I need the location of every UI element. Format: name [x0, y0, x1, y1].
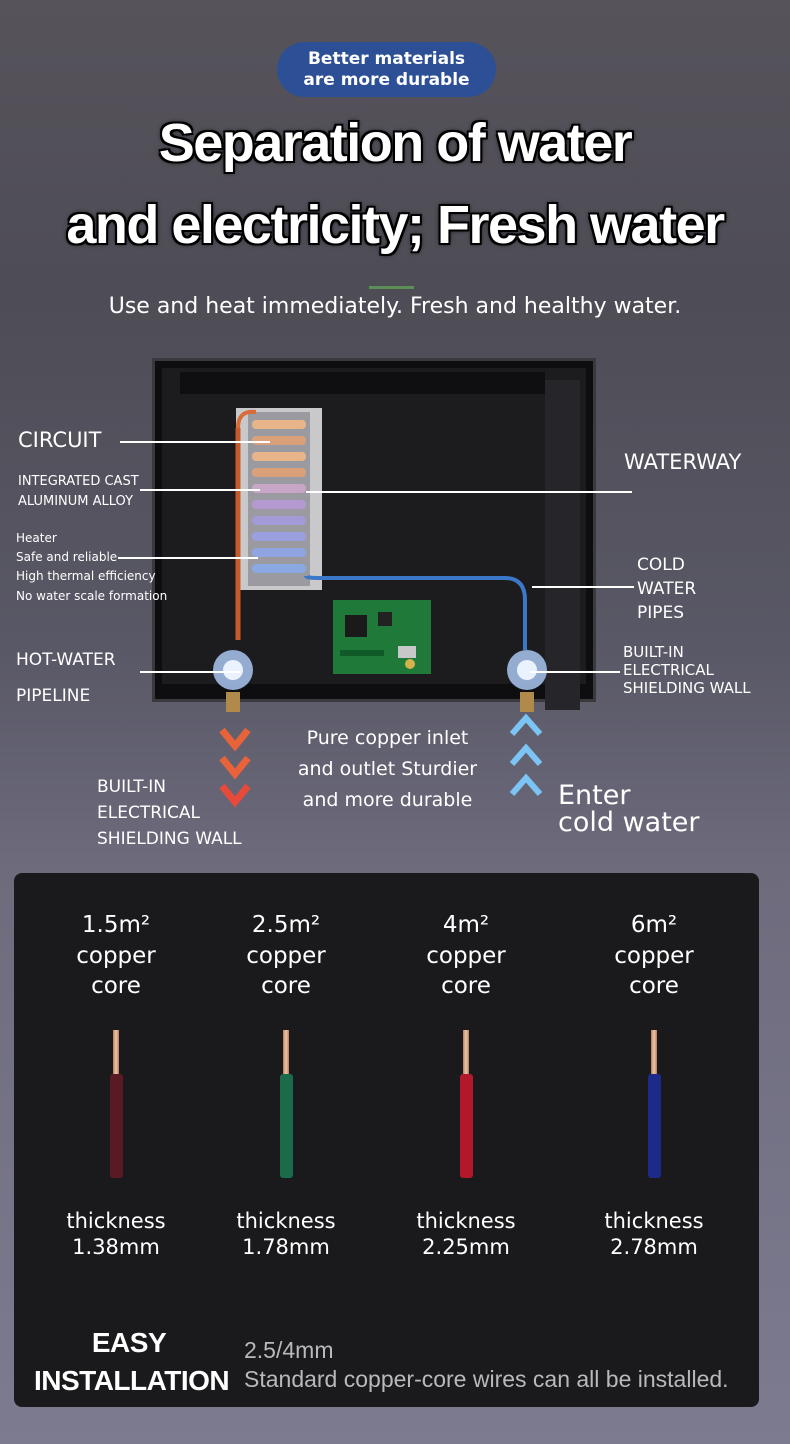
heating-coils	[252, 420, 306, 573]
wire-core-label: core	[629, 973, 679, 999]
wire-thickness-value: 1.78mm	[242, 1235, 330, 1259]
cold-pipes-label-1: COLD	[637, 555, 685, 575]
copper-line-1: Pure copper inlet	[306, 727, 469, 749]
easy-installation-title: EASY INSTALLATION	[34, 1324, 230, 1400]
install-title-line-1: EASY	[91, 1327, 167, 1358]
shield-left-label: BUILT-IN ELECTRICAL SHIELDING WALL	[97, 774, 242, 852]
headline-line-2: and electricity; Fresh water	[65, 194, 726, 256]
shield-right-line-1: BUILT-IN	[623, 643, 684, 661]
wire-size-label: 6m²	[630, 912, 678, 938]
cold-pipes-label-2: WATER	[637, 579, 697, 599]
wire-size-label: 1.5m²	[81, 912, 151, 938]
wire-copper-label: copper	[76, 943, 156, 969]
hot-water-out-arrows	[219, 727, 251, 808]
alloy-label-1: INTEGRATED CAST	[18, 474, 139, 489]
alloy-pointer	[140, 489, 260, 491]
copper-inlet-text: Pure copper inlet and outlet Sturdier an…	[285, 723, 490, 816]
headline-line-1: Separation of water	[158, 112, 634, 174]
wire-copper-label: copper	[246, 943, 326, 969]
cold-pipes-pointer	[532, 586, 634, 588]
heater-pointer	[118, 557, 258, 559]
badge-line-1: Better materials	[307, 48, 466, 69]
wire-copper-label: copper	[614, 943, 694, 969]
wire-insulation	[460, 1074, 473, 1178]
install-title-line-2: INSTALLATION	[34, 1365, 230, 1396]
wire-copper-label: copper	[426, 943, 506, 969]
heater-label-4: No water scale formation	[16, 589, 168, 603]
shield-left-line-2: ELECTRICAL	[97, 803, 201, 823]
wire-thickness-label: thickness	[604, 1209, 704, 1233]
divider	[369, 286, 414, 289]
wire-core-label: core	[441, 973, 491, 999]
cold-water-in-arrows	[509, 713, 543, 796]
cold-pipes-label-3: PIPES	[637, 603, 685, 623]
wire-insulation	[280, 1074, 293, 1178]
waterway-pointer	[306, 491, 632, 493]
waterway-label: WATERWAY	[624, 450, 742, 474]
install-detail-1: 2.5/4mm	[244, 1337, 334, 1363]
wire-insulation	[648, 1074, 661, 1178]
shield-right-line-3: SHIELDING WALL	[623, 679, 751, 697]
wire-copper-tip	[283, 1030, 289, 1078]
enter-line-1: Enter	[558, 780, 631, 811]
wire-thickness-value: 2.78mm	[610, 1235, 698, 1259]
subtitle: Use and heat immediately. Fresh and heal…	[108, 294, 682, 319]
wire-size-label: 2.5m²	[251, 912, 321, 938]
circuit-label: CIRCUIT	[18, 428, 102, 452]
shield-right-label: BUILT-IN ELECTRICAL SHIELDING WALL	[623, 643, 751, 697]
wire-thickness-label: thickness	[236, 1209, 336, 1233]
wire-core-label: core	[261, 973, 311, 999]
hot-pipeline-label-2: PIPELINE	[16, 686, 91, 706]
shield-left-line-3: SHIELDING WALL	[97, 829, 242, 849]
heater-label-3: High thermal efficiency	[16, 569, 156, 583]
hot-pipeline-label-1: HOT-WATER	[16, 650, 116, 670]
wire-copper-tip	[463, 1030, 469, 1078]
enter-cold-water-label: Enter cold water	[558, 782, 700, 836]
wire-size-label: 4m²	[442, 912, 490, 938]
alloy-label-2: ALUMINUM ALLOY	[18, 494, 134, 509]
wire-thickness-label: thickness	[416, 1209, 516, 1233]
device-internals-illustration	[180, 372, 580, 712]
copper-line-2: and outlet Sturdier	[297, 758, 478, 780]
install-detail-2: Standard copper-core wires can all be in…	[244, 1366, 729, 1392]
badge-line-2: are more durable	[303, 69, 470, 90]
wire-copper-tip	[651, 1030, 657, 1078]
copper-line-3: and more durable	[302, 789, 473, 811]
install-detail: 2.5/4mm Standard copper-core wires can a…	[244, 1336, 729, 1394]
wire-copper-tip	[113, 1030, 119, 1078]
control-board	[333, 600, 431, 674]
wire-thickness-value: 2.25mm	[422, 1235, 510, 1259]
heater-label-2: Safe and reliable	[16, 550, 118, 564]
hot-pipeline-pointer	[140, 671, 240, 673]
circuit-pointer	[120, 441, 270, 443]
heater-label-1: Heater	[16, 531, 57, 545]
shield-right-line-2: ELECTRICAL	[623, 661, 714, 679]
materials-badge: Better materials are more durable	[277, 42, 496, 97]
wire-thickness-value: 1.38mm	[72, 1235, 160, 1259]
wire-core-label: core	[91, 973, 141, 999]
wire-insulation	[110, 1074, 123, 1178]
wire-spec-panel	[14, 873, 759, 1407]
wire-thickness-label: thickness	[66, 1209, 166, 1233]
enter-line-2: cold water	[558, 807, 700, 838]
shield-left-line-1: BUILT-IN	[97, 777, 166, 797]
shield-right-pointer	[530, 671, 620, 673]
